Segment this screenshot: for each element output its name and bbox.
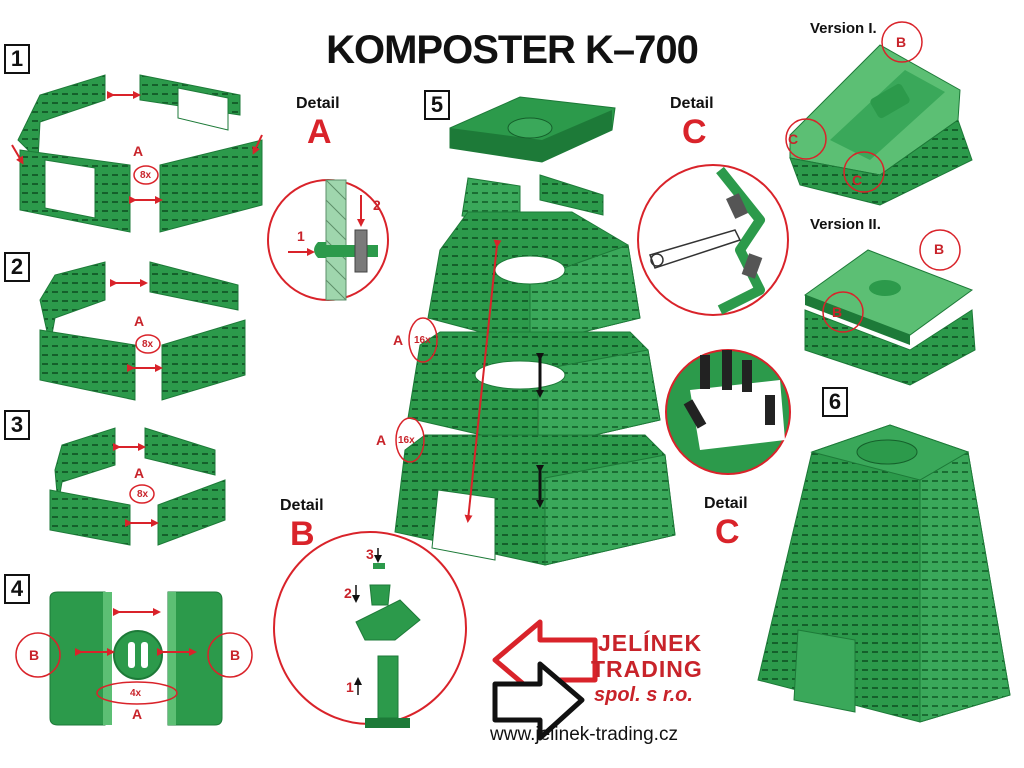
count-8x-step1: 8x (140, 170, 152, 181)
step-number-2: 2 (4, 252, 30, 282)
detail-b-word: Detail (280, 497, 324, 514)
jelinek-logo-mark (492, 619, 598, 741)
detail-a-illustration (267, 179, 389, 301)
label-a-tier1: A (393, 332, 404, 348)
detail-a-number-2: 2 (373, 197, 381, 213)
logo-trading: TRADING (591, 656, 703, 682)
detail-a-word: Detail (296, 95, 340, 112)
detail-a-letter: A (307, 113, 332, 151)
detail-c-bottom-word: Detail (704, 495, 748, 512)
label-a-step2: A (134, 313, 145, 329)
detail-b-number-1: 1 (346, 679, 354, 695)
count-4x-step4: 4x (130, 688, 142, 699)
detail-a-number-1: 1 (297, 228, 305, 244)
website-link[interactable]: www.jelinek-trading.cz (490, 724, 678, 745)
v1-label-b: B (896, 34, 907, 50)
detail-c-top-word: Detail (670, 95, 714, 112)
step2-frame (39, 261, 246, 401)
detail-c-top-illustration (637, 164, 789, 316)
v1-label-c1: C (788, 131, 799, 147)
step3-frame (49, 427, 226, 546)
version-2-label: Version II. (810, 216, 881, 233)
step5-exploded-composter (394, 96, 676, 566)
step1-frame (11, 74, 263, 233)
label-b-right: B (230, 647, 241, 663)
step-number-1: 1 (4, 44, 30, 74)
label-a-step1: A (133, 143, 144, 159)
label-b-left: B (29, 647, 40, 663)
version1-lid (785, 21, 973, 206)
count-16x-tier2: 16x (398, 435, 415, 446)
step-number-3: 3 (4, 410, 30, 440)
count-8x-step3: 8x (137, 489, 149, 500)
logo-company: spol. s r.o. (594, 684, 693, 706)
detail-b-letter: B (290, 515, 315, 553)
step-number-4: 4 (4, 574, 30, 604)
detail-b-number-2: 2 (344, 585, 352, 601)
label-a-step3: A (134, 465, 145, 481)
logo-name: JELÍNEK (598, 630, 703, 656)
v1-label-c2: C (852, 172, 863, 188)
step4-lid-parts (15, 591, 253, 726)
count-8x-step2: 8x (142, 339, 154, 350)
page-title: KOMPOSTER K–700 (326, 28, 699, 72)
detail-b-illustration (273, 531, 467, 728)
label-a-step4: A (132, 706, 143, 722)
count-16x-tier1: 16x (414, 335, 431, 346)
version-1-label: Version I. (810, 20, 877, 37)
detail-b-number-3: 3 (366, 546, 374, 562)
detail-c-bottom-letter: C (715, 513, 740, 551)
step-number-5: 5 (424, 90, 450, 120)
v2-label-b1: B (934, 241, 945, 257)
detail-c-top-letter: C (682, 113, 707, 151)
label-a-tier2: A (376, 432, 387, 448)
version2-lid (803, 229, 976, 386)
detail-c-bottom-illustration (665, 349, 791, 475)
step-number-6: 6 (822, 387, 848, 417)
v2-label-b2: B (832, 304, 843, 320)
step6-assembled-composter (757, 424, 1011, 723)
